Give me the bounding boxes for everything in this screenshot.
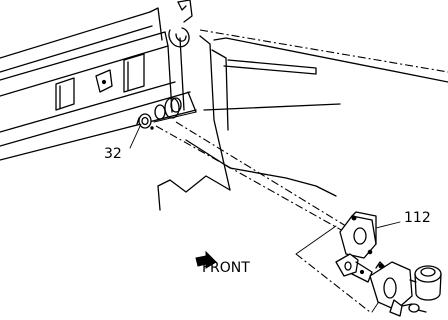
- leader-112: [375, 221, 401, 229]
- leader-32: [129, 123, 142, 149]
- master-cylinder: [335, 253, 442, 317]
- part-32-grommet: [136, 113, 154, 130]
- front-arrow-icon: [195, 250, 217, 269]
- label-part-112: 112: [404, 210, 431, 226]
- firewall-panel: [0, 7, 197, 161]
- assembly-lines: [155, 121, 381, 313]
- side-wall: [199, 29, 448, 191]
- lower-contour: [157, 139, 337, 211]
- hinge-bracket: [168, 0, 193, 48]
- label-front: FRONT: [202, 260, 250, 276]
- label-part-32: 32: [104, 146, 122, 162]
- part-112-gasket: [339, 211, 377, 259]
